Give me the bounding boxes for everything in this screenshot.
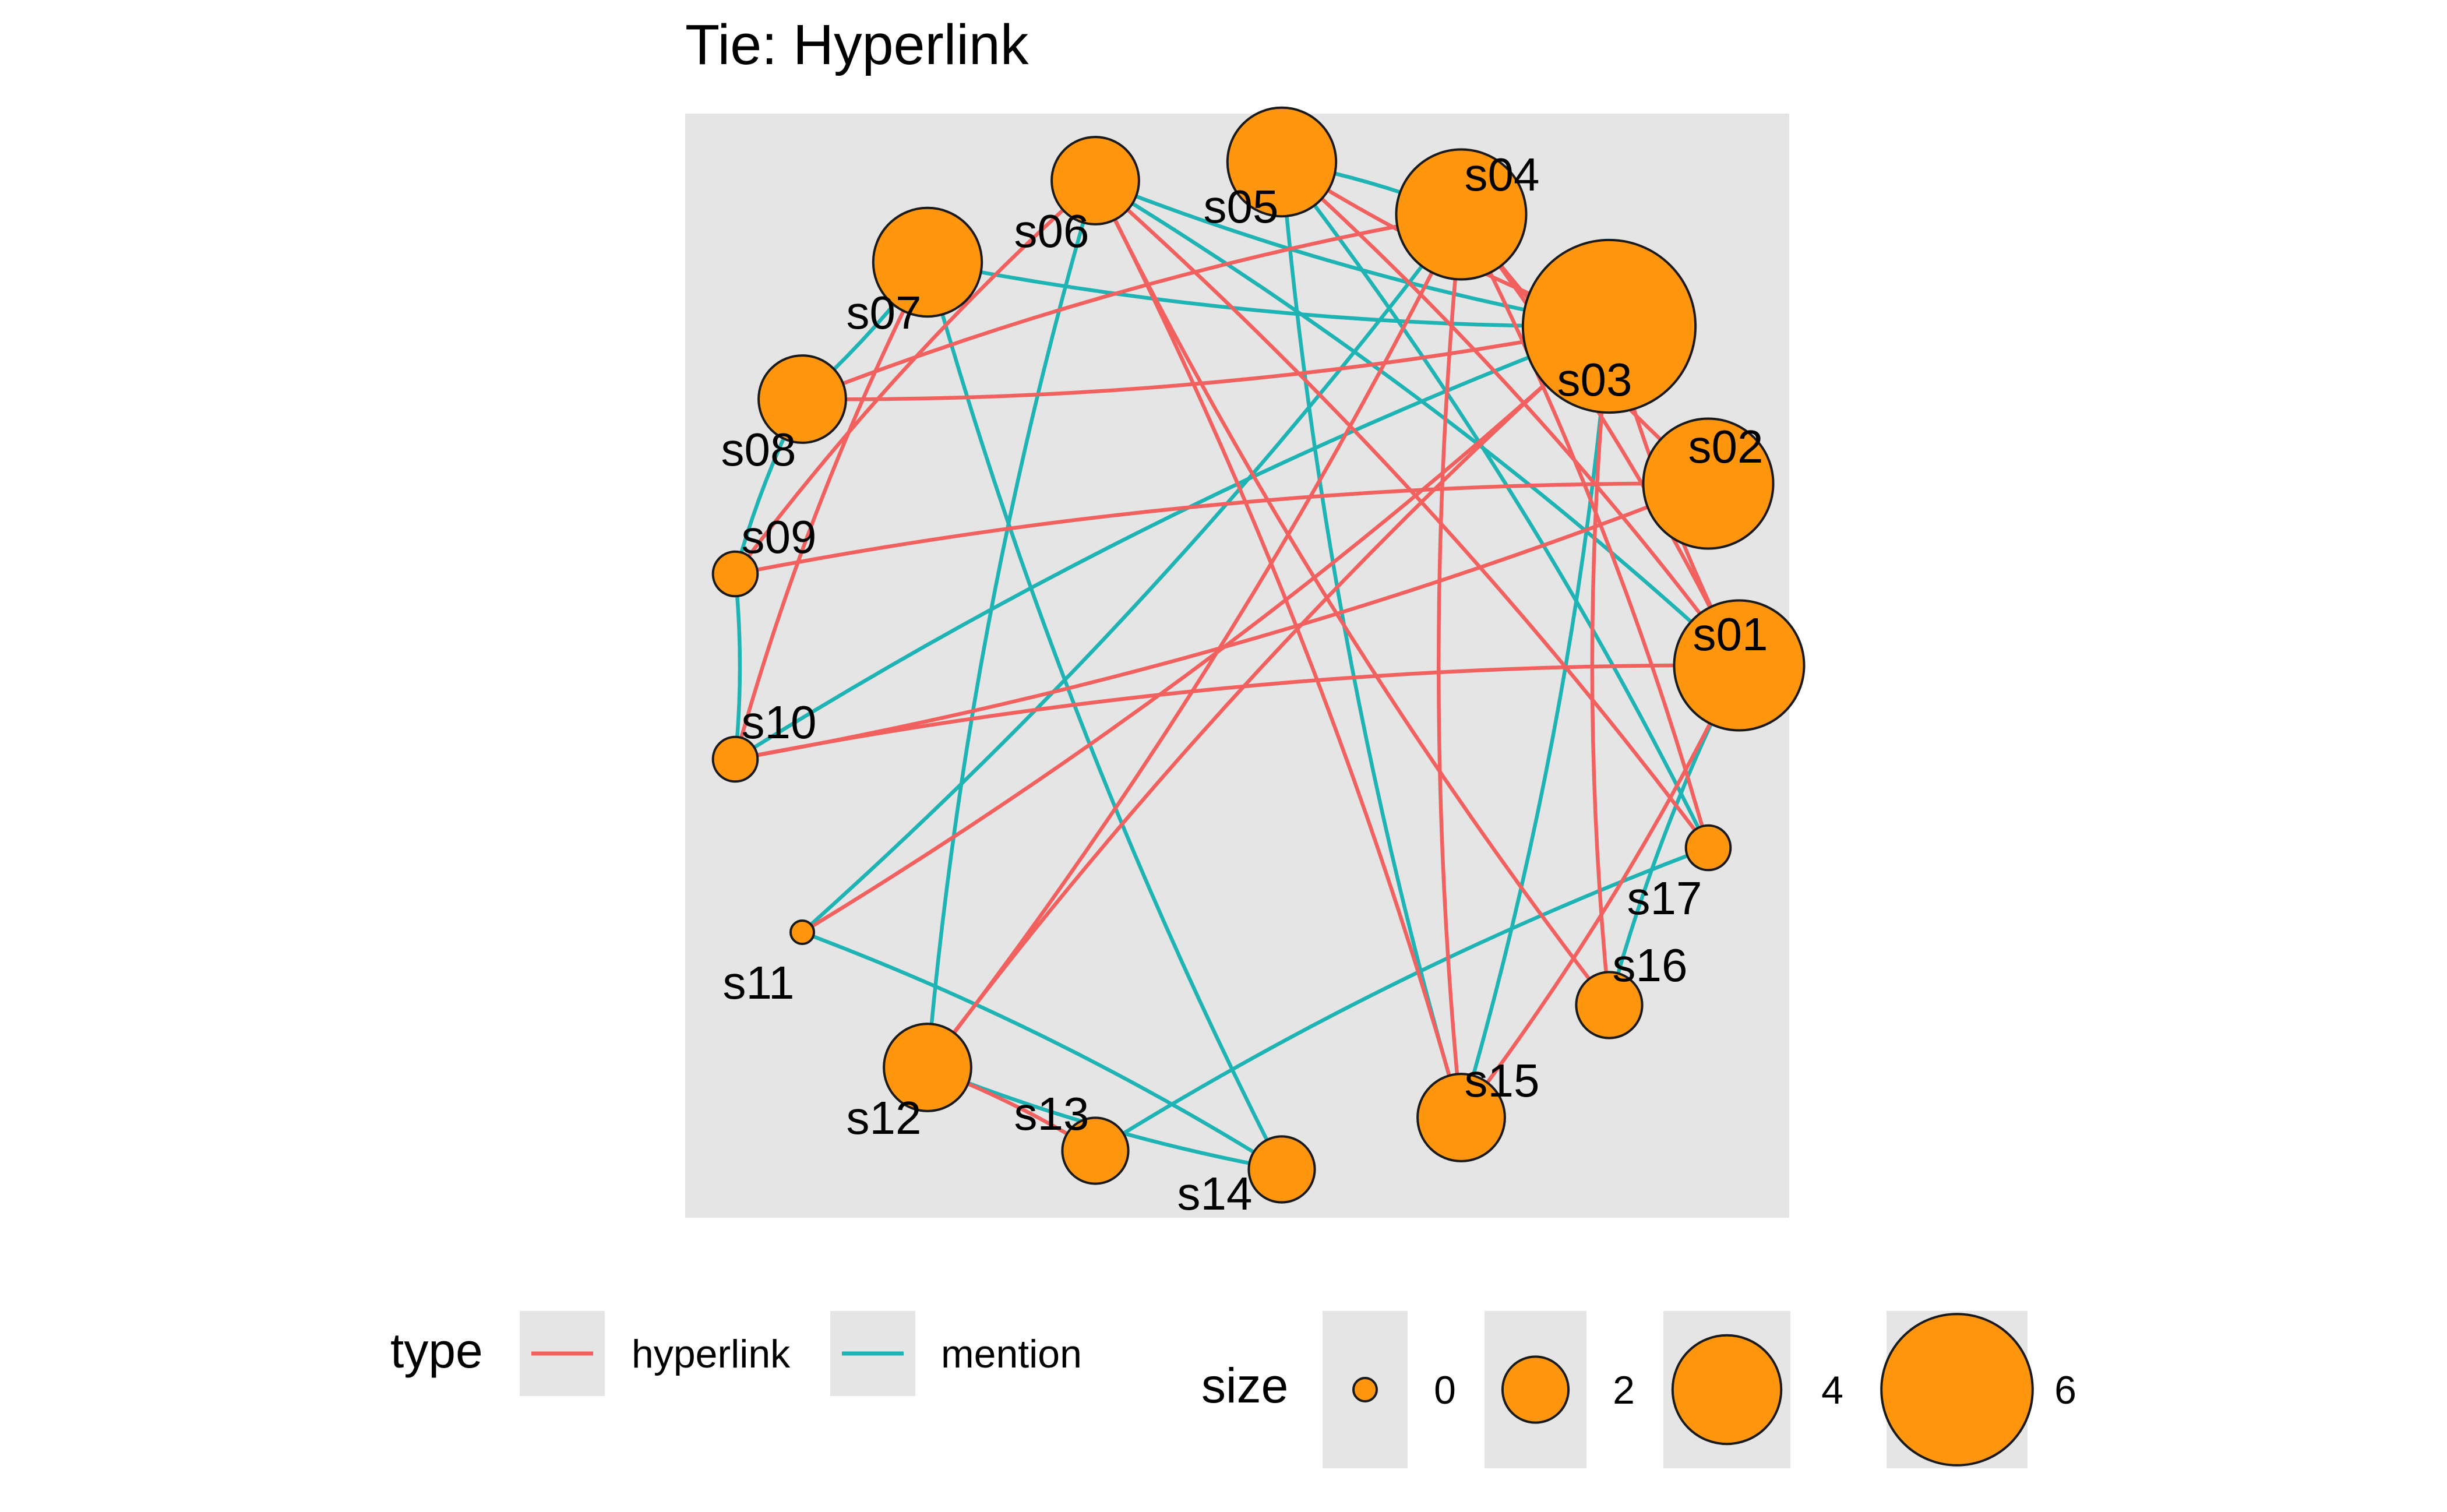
legend-size-key-4 bbox=[1671, 1334, 1783, 1446]
edge-hyperlink-s02-s10 bbox=[735, 481, 1709, 762]
node-label-s16: s16 bbox=[1613, 939, 1688, 991]
edge-hyperlink-s02-s09 bbox=[735, 481, 1709, 576]
edge-mention-s13-s17 bbox=[1094, 845, 1709, 1152]
node-label-s11: s11 bbox=[722, 957, 794, 1009]
node-label-s03: s03 bbox=[1557, 354, 1632, 406]
node-s07 bbox=[872, 206, 983, 318]
node-s01 bbox=[1673, 599, 1806, 732]
edge-hyperlink-s06-s17 bbox=[1094, 179, 1710, 849]
edge-mention-s06-s01 bbox=[1094, 179, 1741, 667]
node-labels-layer: s01 s02 s03 s04 s05 s06 s07 s08 s09 s10 s11 s12 s13 s… bbox=[721, 149, 1768, 1220]
legend-size-label-6: 6 bbox=[2054, 1368, 2076, 1412]
node-s06 bbox=[1050, 136, 1140, 225]
edge-hyperlink-s07-s10 bbox=[733, 261, 929, 760]
edge-hyperlink-s03-s12 bbox=[926, 325, 1611, 1069]
legend-label-mention: mention bbox=[941, 1332, 1082, 1376]
edge-hyperlink-s06-s15 bbox=[1094, 179, 1464, 1118]
edge-hyperlink-s01-s15 bbox=[1459, 664, 1741, 1119]
legend-size-label-2: 2 bbox=[1613, 1368, 1635, 1412]
edge-hyperlink-s04-s08 bbox=[801, 212, 1462, 401]
edge-mention-s09-s10 bbox=[733, 573, 742, 760]
edge-hyperlink-s03-s08 bbox=[802, 324, 1610, 401]
edge-hyperlink-s04-s15 bbox=[1437, 214, 1464, 1118]
node-label-s04: s04 bbox=[1465, 149, 1540, 200]
node-s10 bbox=[711, 735, 759, 783]
node-label-s09: s09 bbox=[742, 511, 817, 563]
edge-mention-s11-s14 bbox=[801, 930, 1283, 1171]
legend-size-title: size bbox=[1201, 1358, 1288, 1413]
legend-size-key-2 bbox=[1501, 1355, 1570, 1424]
node-s14 bbox=[1247, 1135, 1316, 1204]
node-s12 bbox=[883, 1023, 972, 1112]
node-s16 bbox=[1575, 971, 1644, 1039]
node-label-s12: s12 bbox=[847, 1092, 922, 1144]
node-label-s02: s02 bbox=[1688, 421, 1764, 473]
legend-type-title: type bbox=[390, 1323, 483, 1378]
node-s15 bbox=[1416, 1073, 1506, 1162]
node-label-s15: s15 bbox=[1465, 1055, 1540, 1106]
node-label-s14: s14 bbox=[1177, 1168, 1253, 1220]
edge-mention-s03-s15 bbox=[1459, 326, 1612, 1118]
node-s17 bbox=[1684, 824, 1732, 872]
edge-mention-s03-s10 bbox=[734, 324, 1610, 761]
edge-hyperlink-s06-s16 bbox=[1094, 179, 1611, 1006]
node-label-s06: s06 bbox=[1014, 205, 1089, 257]
legend-size-key-0 bbox=[1352, 1377, 1378, 1402]
edge-hyperlink-s01-s10 bbox=[735, 663, 1740, 762]
edge-mention-s07-s03 bbox=[927, 260, 1610, 329]
legend-label-hyperlink: hyperlink bbox=[632, 1332, 791, 1376]
node-s03 bbox=[1521, 238, 1697, 414]
node-label-s10: s10 bbox=[742, 696, 817, 748]
edge-mention-s04-s11 bbox=[801, 213, 1463, 934]
node-label-s01: s01 bbox=[1693, 608, 1768, 660]
plot-title: Tie: Hyperlink bbox=[685, 13, 1029, 76]
node-s08 bbox=[757, 354, 847, 444]
nodes-layer bbox=[711, 106, 1806, 1204]
node-label-s05: s05 bbox=[1204, 181, 1279, 232]
node-s04 bbox=[1395, 148, 1528, 281]
node-s09 bbox=[711, 550, 759, 598]
node-label-s07: s07 bbox=[847, 287, 922, 339]
legend-size-key-6 bbox=[1880, 1313, 2034, 1467]
legend-type: type hyperlink mention bbox=[390, 1311, 1082, 1396]
edge-mention-s07-s14 bbox=[925, 262, 1284, 1171]
node-s13 bbox=[1061, 1116, 1130, 1185]
legend-size-label-0: 0 bbox=[1434, 1368, 1456, 1412]
legend-size: size 0 2 4 6 bbox=[1201, 1311, 2076, 1468]
edge-hyperlink-s06-s09 bbox=[734, 179, 1097, 575]
node-label-s08: s08 bbox=[721, 424, 796, 475]
edges-layer bbox=[733, 160, 1741, 1172]
node-s02 bbox=[1642, 417, 1775, 550]
node-label-s17: s17 bbox=[1627, 872, 1702, 924]
node-s11 bbox=[789, 919, 815, 945]
edge-hyperlink-s03-s16 bbox=[1590, 326, 1612, 1006]
node-label-s13: s13 bbox=[1014, 1088, 1089, 1140]
edge-mention-s05-s17 bbox=[1280, 161, 1710, 849]
edge-mention-s05-s15 bbox=[1279, 161, 1464, 1118]
legend-size-label-4: 4 bbox=[1821, 1368, 1843, 1412]
node-s05 bbox=[1226, 106, 1338, 218]
